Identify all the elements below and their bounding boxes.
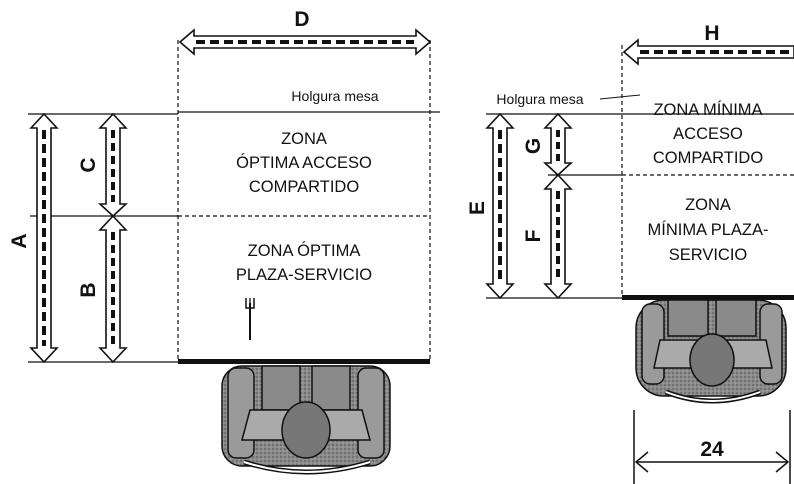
right-zone-upper-line3: COMPARTIDO	[653, 149, 763, 167]
right-seated-person	[635, 299, 787, 404]
left-seated-person	[221, 365, 391, 475]
left-zone-upper-line3: COMPARTIDO	[249, 178, 359, 196]
left-zone-lower-line1: ZONA ÓPTIMA	[248, 241, 361, 260]
right-clearance-leader	[599, 94, 641, 100]
left-table-edge	[178, 359, 430, 364]
right-zone-lower-line2: MÍNIMA PLAZA-	[647, 220, 768, 239]
right-dim-e-label: E	[466, 201, 489, 215]
left-dim-c-arrow	[97, 112, 129, 218]
right-zone-upper-line1: ZONA MÍNIMA	[653, 100, 762, 119]
right-dim-g-arrow	[542, 112, 574, 177]
left-dim-a-label: A	[8, 233, 31, 248]
right-dim-24-label: 24	[700, 438, 724, 461]
left-dim-b-arrow	[98, 214, 128, 364]
left-dim-c-label: C	[77, 157, 100, 172]
left-dim-d-label: D	[294, 8, 309, 31]
left-dim-d-arrow	[178, 28, 432, 56]
left-zone-upper-line1: ZONA	[281, 130, 327, 148]
left-zone-upper-line2: ÓPTIMA ACCESO	[236, 153, 372, 172]
left-diagram: D Holgura mesa ZONA ÓPTIMA ACCESO COMPAR…	[8, 8, 440, 475]
right-dim-h-arrow	[622, 38, 794, 66]
fork-icon	[245, 298, 255, 340]
left-clearance-label: Holgura mesa	[291, 88, 378, 104]
left-zone-boxes	[177, 40, 431, 362]
right-dim-f-arrow	[543, 173, 573, 300]
right-reference-lines	[486, 113, 794, 299]
left-dim-a-arrow	[29, 112, 59, 364]
right-zone-lower-line3: SERVICIO	[669, 246, 748, 264]
right-zone-upper-line2: ACCESO	[673, 125, 743, 143]
left-dim-b-label: B	[77, 282, 100, 297]
right-dim-f-label: F	[522, 229, 545, 242]
right-diagram: H Holgura mesa ZONA MÍNIMA ACCESO COMPAR…	[466, 22, 794, 484]
right-dim-g-label: G	[522, 138, 545, 154]
right-clearance-label: Holgura mesa	[496, 91, 583, 107]
left-zone-lower-line2: PLAZA-SERVICIO	[236, 266, 372, 284]
left-reference-lines	[28, 111, 440, 363]
right-dim-h-label: H	[704, 22, 719, 45]
right-zone-lower-line1: ZONA	[685, 196, 731, 214]
right-dim-24-arrow	[633, 410, 791, 484]
right-dim-e-arrow	[485, 112, 515, 300]
right-table-edge	[622, 295, 794, 300]
right-zone-boxes	[621, 45, 794, 296]
